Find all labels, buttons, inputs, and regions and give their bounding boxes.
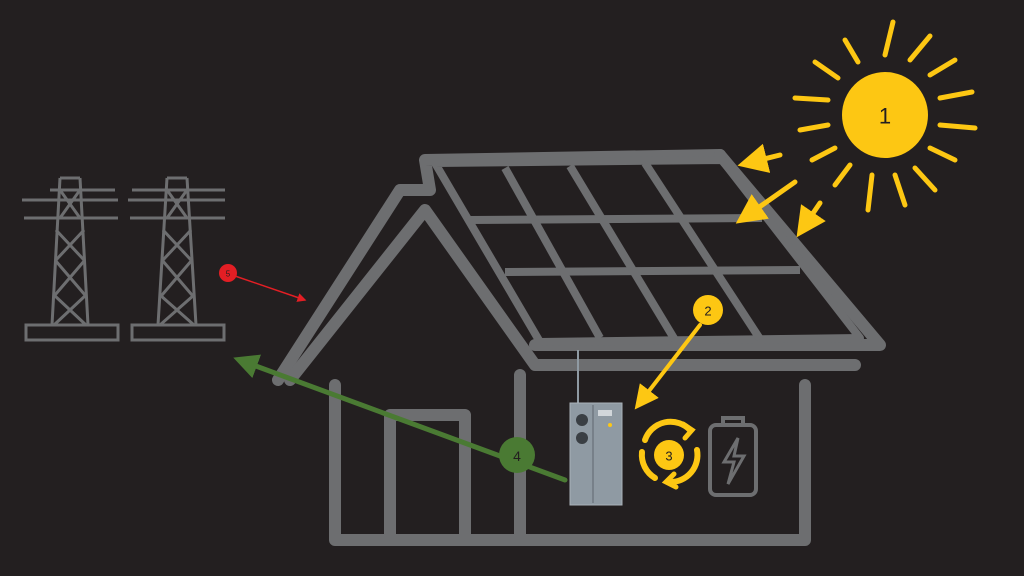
marker-4-label: 4 [513,448,521,464]
sunlight-arrows [735,143,826,238]
roof-front-slope [529,149,886,351]
tower-right [128,176,226,342]
marker-5: 5 [219,264,237,282]
battery-icon [708,416,758,497]
marker-4: 4 [499,437,535,473]
marker-2: 2 [693,295,723,325]
roof-front-gable [284,204,861,386]
cycle-arrows-icon [638,418,701,490]
marker-2-label: 2 [704,304,711,319]
sun-icon [792,19,978,213]
panel-to-inverter-arrow [634,323,702,410]
inverter-icon [569,402,623,506]
transmission-tower-icon [22,176,226,342]
grid-pointer-line [234,275,307,302]
marker-5-label: 5 [226,270,231,279]
marker-3: 3 [654,440,684,470]
house-walls [329,379,811,546]
marker-3-label: 3 [665,449,672,464]
tower-left [22,176,120,342]
marker-1: 1 [879,104,891,129]
house-door [384,409,471,541]
solar-panel-icon [431,156,864,346]
marker-1-label: 1 [879,104,891,129]
